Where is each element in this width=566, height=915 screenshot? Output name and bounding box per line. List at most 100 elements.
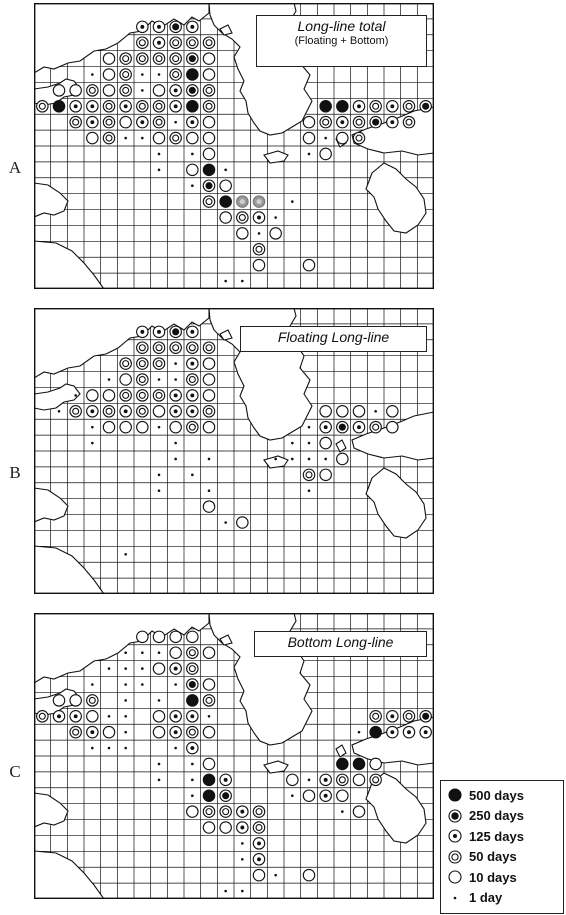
marker-10-days (369, 757, 382, 771)
marker-50-days (202, 341, 216, 354)
marker-125-days (319, 420, 332, 434)
marker-1-days (191, 184, 194, 188)
marker-1-days (157, 168, 161, 172)
marker-10-days (352, 405, 366, 418)
land-shape (351, 411, 434, 461)
marker-1-days (224, 521, 227, 524)
marker-50-days (119, 52, 132, 65)
marker-1-days (274, 457, 277, 461)
marker-50-days (119, 389, 132, 402)
marker-10-days (186, 805, 199, 818)
marker-50-days (152, 115, 166, 129)
marker-125-days (169, 405, 182, 418)
marker-50-days (336, 773, 349, 787)
marker-1-days (307, 778, 311, 782)
marker-10-days (119, 115, 132, 129)
marker-10-days (169, 420, 182, 434)
marker-1-icon (453, 896, 457, 900)
marker-1-days (124, 667, 127, 670)
marker-50-days (252, 821, 266, 834)
marker-10-days (252, 258, 266, 272)
marker-50-days (136, 405, 149, 418)
marker-125-days (336, 115, 349, 129)
fishing-markers (36, 20, 432, 283)
marker-50-days (369, 773, 382, 787)
marker-10-days (186, 131, 199, 145)
marker-125-days (119, 100, 132, 113)
marker-10-days (186, 163, 199, 177)
marker-125-days (386, 115, 399, 129)
marker-1-days (174, 362, 177, 365)
marker-500-days (52, 100, 66, 113)
panel-label-c: C (9, 762, 21, 781)
marker-125-days (136, 325, 149, 339)
marker-10-days (202, 389, 216, 402)
marker-250-days (219, 789, 232, 802)
marker-1-days (324, 136, 327, 140)
marker-50-days (202, 36, 216, 49)
marker-1-days (291, 441, 294, 445)
marker-1-days (224, 279, 227, 283)
marker-125-days (136, 115, 149, 129)
marker-1-days (157, 473, 161, 477)
marker-10-days (252, 868, 266, 882)
marker-10-days (152, 405, 166, 418)
marker-50-days (152, 341, 166, 354)
land-shape (34, 487, 69, 523)
marker-50-days (102, 115, 116, 129)
marker-10-days (86, 389, 99, 402)
marker-125-days (69, 100, 82, 113)
marker-10-days (152, 84, 166, 97)
legend-label: 500 days (469, 787, 524, 803)
marker-125-days (86, 115, 99, 129)
panel-subtitle: (Floating + Bottom) (294, 35, 389, 47)
panel-title: Floating Long-line (277, 329, 390, 345)
marker-10-days (302, 115, 316, 129)
legend-row: 1 day (447, 888, 557, 909)
marker-125-days (219, 773, 232, 787)
marker-125-days (152, 20, 166, 34)
marker-10-days (202, 757, 216, 771)
marker-50-days (136, 373, 149, 386)
land-shape (34, 383, 81, 411)
marker-10-days (202, 373, 216, 386)
marker-10-days (202, 678, 216, 691)
panel-title-box: Long-line total (Floating + Bottom) (256, 15, 427, 67)
marker-1-days (207, 457, 211, 461)
marker-10-days (219, 821, 232, 834)
marker-50-days (352, 131, 366, 145)
marker-10-days (152, 630, 166, 644)
marker-10-days (336, 405, 349, 418)
marker-1-days (124, 683, 127, 686)
marker-500-days (336, 100, 349, 113)
marker-1-days (157, 73, 161, 76)
marker-50-days (202, 195, 216, 208)
marker-10-days (302, 258, 316, 272)
marker-1-days (324, 457, 327, 461)
marker-1-days (107, 378, 111, 381)
fishing-markers (36, 630, 432, 893)
panel-label-a: A (8, 158, 22, 177)
marker-50-days (219, 805, 232, 818)
marker-50-days (152, 100, 166, 113)
marker-250-icon (448, 809, 462, 823)
marker-10-days (202, 68, 216, 81)
marker-50-days (402, 100, 416, 113)
marker-125-days (86, 725, 99, 739)
marker-250-days (169, 20, 182, 34)
marker-50-days (202, 405, 216, 418)
marker-50-days (136, 389, 149, 402)
marker-10-days (152, 131, 166, 145)
marker-1-days (157, 651, 161, 655)
marker-1-days (191, 152, 194, 156)
map-panel-floating-long-line: Floating Long-line (34, 308, 434, 594)
marker-125-days (152, 36, 166, 49)
marker-1-days (207, 714, 211, 718)
map-panel-bottom-long-line: Bottom Long-line (34, 613, 434, 899)
marker-125-days (186, 741, 199, 755)
marker-1-days (224, 889, 227, 893)
marker-50-days (119, 84, 132, 97)
marker-10-days (169, 646, 182, 659)
marker-500-days (219, 195, 232, 208)
marker-10-days (202, 500, 216, 513)
